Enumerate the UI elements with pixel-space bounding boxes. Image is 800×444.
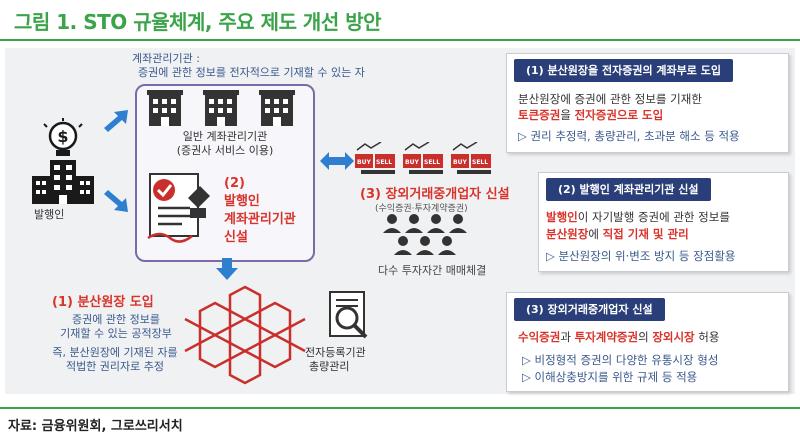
- card2-issuer: 발행인: [546, 210, 578, 224]
- bank-icon: [203, 90, 239, 126]
- dl-desc-line3: 즉, 분산원장에 기재된 자를: [52, 346, 178, 359]
- registry-line1: 전자등록기관: [305, 346, 366, 359]
- registry-magnifier-icon: [329, 291, 368, 339]
- sell-text-3: SELL: [472, 159, 488, 166]
- card2-line3: ▷ 분산원장의 위·변조 방지 등 장점활용: [546, 249, 736, 263]
- sell-text-1: SELL: [376, 159, 392, 166]
- card3-line1-mid1: 과: [560, 330, 575, 344]
- card2-header: (2) 발행인 계좌관리기관 신설: [546, 178, 711, 201]
- card1-line3: ▷ 권리 추정력, 총량관리, 초과분 해소 등 적용: [518, 129, 740, 143]
- issuer-account-manager-label: (2) 발행인 계좌관리기관 신설: [224, 175, 296, 247]
- issuer-label: 발행인: [34, 208, 65, 221]
- issuer-agent-line2: 발행인: [224, 194, 260, 209]
- buy-sell-icons: BUY SELL BUY SELL BUY SELL: [355, 142, 492, 175]
- issuer-agent-line4: 신설: [224, 230, 248, 245]
- figure-title: 그림 1. STO 규율체계, 주요 제도 개선 방안: [14, 10, 382, 34]
- card3-line1: 수익증권과 투자계약증권의 장외시장 허용: [518, 329, 719, 345]
- otc-broker-subtitle: (수익증권·투자계약증권): [375, 204, 468, 214]
- buy-text-2: BUY: [405, 159, 419, 166]
- otc-broker-title: (3) 장외거래중개업자 신설: [360, 187, 510, 202]
- otc-broker-note: 다수 투자자간 매매체결: [378, 264, 487, 277]
- bank-icon: [147, 90, 183, 126]
- card2-line1-rest: 이 자기발행 증권에 관한 정보를: [577, 210, 730, 224]
- card3-header: (3) 장외거래중개업자 신설: [514, 298, 665, 321]
- card2-line1: 발행인이 자기발행 증권에 관한 정보를: [546, 209, 730, 225]
- dl-desc-line4: 적법한 권리자로 추정: [65, 360, 165, 373]
- buy-text-1: BUY: [357, 159, 371, 166]
- certified-document-icon: [147, 173, 210, 243]
- registry-line2: 총량관리: [309, 360, 350, 373]
- arrow-to-distributed-ledger: [216, 258, 238, 280]
- card2-line2: 분산원장에 직접 기재 및 관리: [546, 226, 689, 242]
- card1-line1: 분산원장에 증권에 관한 정보를 기재한: [518, 92, 702, 106]
- title-divider: [0, 39, 800, 41]
- definition-line2: 증권에 관한 정보를 전자적으로 기재할 수 있는 자: [138, 66, 365, 79]
- card2-line2-mid: 에: [588, 227, 603, 241]
- general-account-manager-label: 일반 계좌관리기관 (증권사 서비스 이용): [150, 130, 300, 158]
- card3-beneficiary-certificates: 수익증권: [518, 330, 561, 344]
- card1-token-securities: 토큰증권: [518, 108, 561, 122]
- arrow-issuer-to-agent: [104, 110, 128, 132]
- card1-line2: 토큰증권을 전자증권으로 도입: [518, 107, 663, 123]
- card2-distributed-ledger: 분산원장: [546, 227, 589, 241]
- dl-desc-line1: 증권에 관한 정보를: [72, 313, 160, 326]
- account-manager-definition: 계좌관리기관 : 증권에 관한 정보를 전자적으로 기재할 수 있는 자: [132, 52, 365, 80]
- agent-line1: 일반 계좌관리기관: [182, 130, 268, 143]
- investors-icon: [383, 214, 467, 255]
- issuer-agent-line3: 계좌관리기관: [224, 212, 296, 227]
- sell-text-2: SELL: [424, 159, 440, 166]
- distributed-ledger-desc-b: 즉, 분산원장에 기재된 자를 적법한 권리자로 추정: [50, 346, 180, 374]
- card2-direct-entry: 직접 기재 및 관리: [602, 227, 689, 241]
- bank-icon: [259, 90, 295, 126]
- issuer-building-icon: $: [32, 118, 94, 204]
- source-note: 자료: 금융위원회, 그로쓰리서치: [8, 419, 183, 434]
- source-divider: [0, 407, 800, 409]
- blockchain-network-icon: [184, 285, 306, 385]
- card3-line1-mid2: 의: [638, 330, 653, 344]
- buy-text-3: BUY: [453, 159, 467, 166]
- distributed-ledger-title: (1) 분산원장 도입: [52, 295, 154, 310]
- card1-electronic-securities: 전자증권으로 도입: [574, 108, 664, 122]
- card1-header: (1) 분산원장을 전자증권의 계좌부로 도입: [514, 59, 733, 82]
- definition-line1: 계좌관리기관 :: [132, 52, 200, 65]
- card3-line3: ▷ 이해상충방지를 위한 규제 등 적용: [522, 370, 698, 384]
- card3-line2: ▷ 비정형적 증권의 다양한 유통시장 형성: [522, 353, 719, 367]
- dl-desc-line2: 기재할 수 있는 공적장부: [60, 327, 172, 340]
- arrow-issuer-to-issuer-agent: [104, 190, 128, 212]
- issuer-agent-number: (2): [224, 176, 245, 191]
- double-arrow-ledger-otc: [320, 152, 354, 170]
- registry-label: 전자등록기관 총량관리: [305, 346, 366, 374]
- agent-line2: (증권사 서비스 이용): [176, 144, 274, 157]
- card3-investment-contract: 투자계약증권: [574, 330, 639, 344]
- distributed-ledger-desc-a: 증권에 관한 정보를 기재할 수 있는 공적장부: [56, 313, 176, 341]
- card3-line1-rest: 허용: [694, 330, 720, 344]
- card3-otc-market: 장외시장: [652, 330, 695, 344]
- svg-text:$: $: [57, 127, 68, 146]
- card1-line2-mid: 을: [560, 108, 575, 122]
